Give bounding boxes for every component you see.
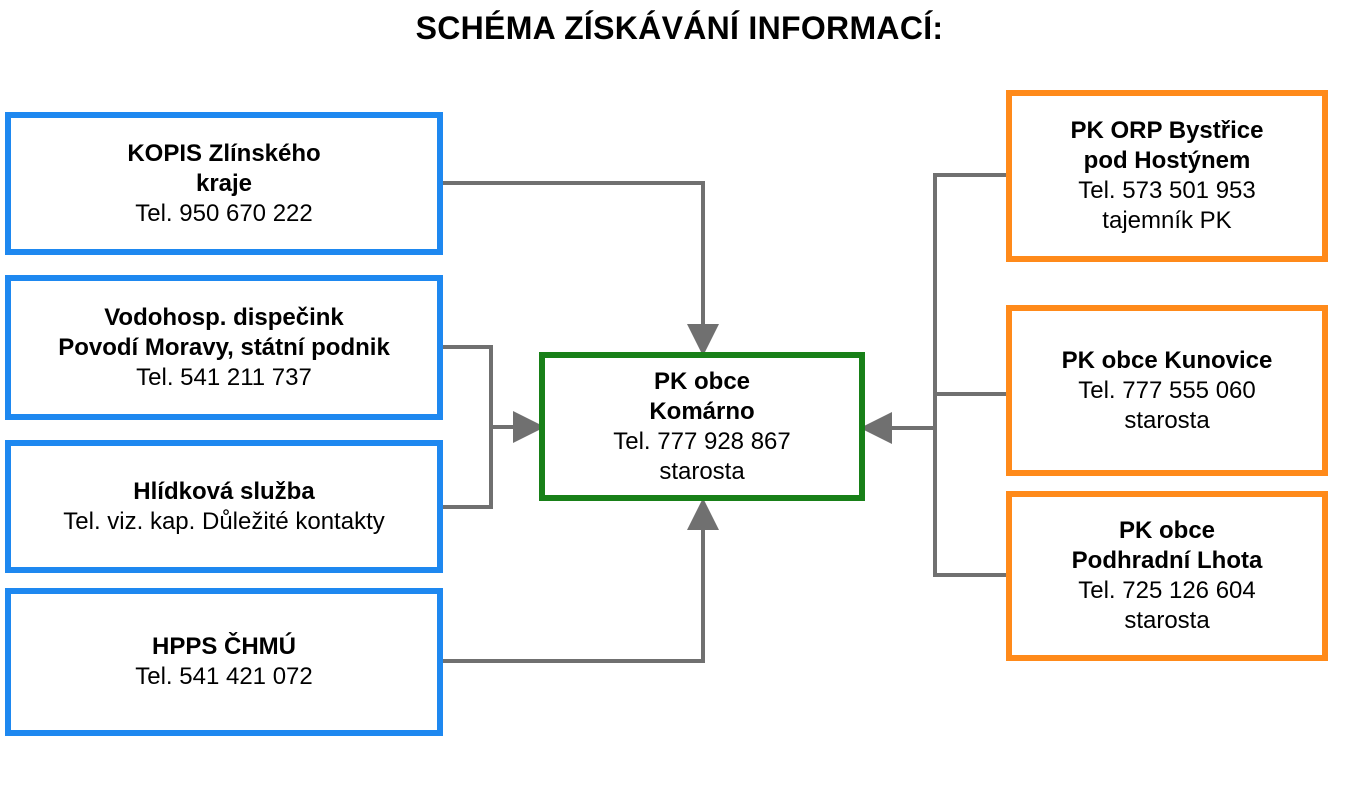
source-box-kopis: KOPIS Zlínského kraje Tel. 950 670 222 — [5, 112, 443, 255]
box-title-line: KOPIS Zlínského — [127, 139, 321, 167]
target-box-podhradni-lhota: PK obce Podhradní Lhota Tel. 725 126 604… — [1006, 491, 1328, 661]
box-title-line: PK obce — [653, 367, 751, 395]
box-title-line: Vodohosp. dispečink — [104, 303, 344, 331]
box-title-line: PK obce — [1118, 517, 1216, 544]
source-box-hlidkova: Hlídková služba Tel. viz. kap. Důležité … — [5, 440, 443, 573]
box-title-line: Povodí Moravy, státní podnik — [58, 333, 390, 361]
source-box-vodohosp: Vodohosp. dispečink Povodí Moravy, státn… — [5, 275, 443, 420]
page-title: SCHÉMA ZÍSKÁVÁNÍ INFORMACÍ: — [415, 10, 944, 46]
box-role: starosta — [1124, 406, 1210, 434]
box-phone: Tel. 777 928 867 — [613, 427, 791, 455]
box-title-line: PK obce Kunovice — [1061, 346, 1273, 374]
connector-kopis — [442, 181, 719, 356]
box-phone: Tel. 573 501 953 — [1078, 177, 1256, 204]
source-box-hpps: HPPS ČHMÚ Tel. 541 421 072 — [5, 588, 443, 736]
box-title-line: pod Hostýnem — [1083, 147, 1251, 174]
target-box-kunovice: PK obce Kunovice Tel. 777 555 060 staros… — [1006, 305, 1328, 476]
box-role: starosta — [1124, 607, 1210, 634]
box-role: starosta — [659, 457, 745, 485]
center-box-komarno: PK obce Komárno Tel. 777 928 867 starost… — [539, 352, 865, 501]
box-title-line: kraje — [195, 169, 253, 197]
connector-right-bracket — [933, 173, 1007, 577]
box-phone: Tel. 777 555 060 — [1078, 376, 1256, 404]
target-box-bystrice: PK ORP Bystřice pod Hostýnem Tel. 573 50… — [1006, 90, 1328, 262]
box-title-line: PK ORP Bystřice — [1070, 117, 1264, 144]
box-phone: Tel. 541 421 072 — [135, 663, 313, 690]
box-title-line: HPPS ČHMÚ — [151, 633, 296, 660]
connector-vodohosp — [442, 345, 493, 509]
box-title-line: Podhradní Lhota — [1071, 547, 1263, 574]
box-title-line: Hlídková služba — [133, 477, 315, 505]
box-phone: Tel. viz. kap. Důležité kontakty — [63, 507, 385, 535]
box-title-line: Komárno — [649, 397, 755, 425]
connector-hpps — [442, 498, 719, 663]
box-phone: Tel. 725 126 604 — [1078, 577, 1256, 604]
box-phone: Tel. 541 211 737 — [136, 363, 312, 391]
box-phone: Tel. 950 670 222 — [135, 199, 313, 227]
box-role: tajemník PK — [1102, 207, 1232, 234]
